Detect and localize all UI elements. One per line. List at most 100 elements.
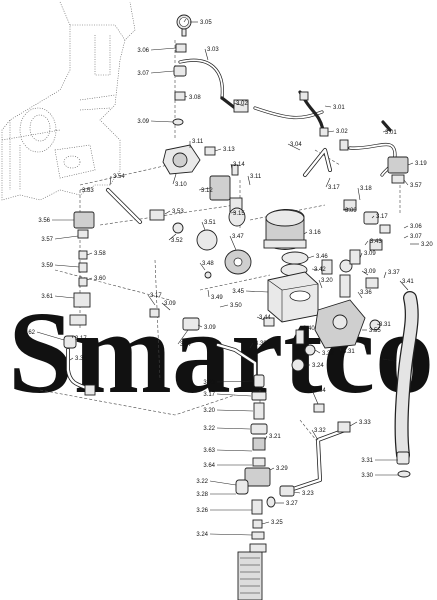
callout-label: 3.22 (385, 357, 397, 363)
callout-label: 3.02 (336, 129, 348, 135)
callout-label: 3.53 (172, 209, 184, 215)
callout-label: 3.21 (269, 434, 281, 440)
callout-leader (342, 207, 351, 211)
callout-label: 3.55 (369, 328, 381, 334)
callout-label: 3.15 (233, 211, 245, 217)
callout-label: 3.34 (314, 388, 326, 394)
callout-label: 3.31 (361, 458, 373, 464)
callout-leader (204, 48, 209, 61)
callout-leader (184, 95, 188, 98)
callout-leader (357, 291, 363, 299)
callout-label: 3.62 (23, 330, 35, 336)
callout-label: 3.03 (207, 47, 219, 53)
callout-label: 3.50 (230, 303, 242, 309)
callout-label: 3.24 (312, 363, 324, 369)
callout-leader (54, 264, 80, 268)
callout-leader (230, 163, 233, 171)
callout-label: 3.32 (314, 428, 326, 434)
callout-label: 3.57 (410, 183, 422, 189)
callout-label: 3.33 (359, 420, 371, 426)
callout-label: 3.19 (415, 161, 427, 167)
callout-leader (229, 235, 237, 251)
callout-leader (364, 240, 369, 246)
callout-label: 3.23 (302, 491, 314, 497)
callout-label: 3.25 (271, 520, 283, 526)
callout-leader (199, 262, 206, 271)
callout-leader (247, 175, 251, 186)
callout-leader (209, 533, 253, 536)
callout-leader (361, 270, 369, 276)
callout-leader (198, 187, 211, 191)
callout-label: 3.20 (421, 242, 433, 248)
callout-label: 3.14 (233, 162, 245, 168)
callout-leader (403, 235, 409, 239)
callout-leader (293, 491, 301, 494)
callout-label: 3.42 (314, 267, 326, 273)
callout-label: 3.09 (137, 119, 149, 125)
callout-leader (324, 105, 332, 108)
callout-label: 3.60 (94, 276, 106, 282)
callout-leader (79, 187, 91, 191)
callout-label: 3.22 (203, 426, 215, 432)
callout-leader (297, 327, 302, 331)
watermark-text: Smartco (8, 287, 434, 418)
callout-label: 3.52 (171, 238, 183, 244)
callout-leader (399, 280, 409, 291)
callout-leader (172, 173, 177, 185)
callout-leader (287, 143, 301, 151)
callout-label: 3.18 (360, 186, 372, 192)
callout-leader (245, 290, 269, 293)
callout-leader (407, 162, 414, 166)
callout-label: 3.59 (41, 263, 53, 269)
callout-label: 3.28 (196, 492, 208, 498)
callout-label: 3.02 (236, 101, 248, 107)
suction-hose-bottom (237, 551, 263, 600)
callout-leader (216, 380, 254, 383)
callout-label: 3.12 (201, 188, 213, 194)
callout-leader (383, 271, 387, 279)
callout-leader (150, 47, 177, 51)
callout-label: 3.01 (385, 130, 397, 136)
machine-frame-outline (1, 1, 136, 201)
lower-fittings (84, 91, 391, 433)
callout-label: 3.44 (259, 315, 271, 321)
callout-label: 3.09 (164, 301, 176, 307)
callout-leader (201, 221, 206, 231)
callout-leader (318, 279, 323, 289)
callout-label: 3.17 (75, 336, 87, 342)
callout-label: 3.27 (286, 501, 298, 507)
callout-label: 3.11 (250, 174, 262, 180)
callout-leader (36, 331, 65, 341)
callout-leader (216, 427, 251, 430)
callout-leader (147, 294, 156, 306)
callout-leader (314, 349, 321, 354)
callout-label: 3.17 (203, 392, 215, 398)
callout-leader (197, 324, 203, 328)
callout-label: 3.31 (379, 322, 391, 328)
callout-label: 3.56 (38, 218, 50, 224)
callout-label: 3.04 (290, 142, 302, 148)
callout-leader (359, 252, 363, 259)
callout-leader (161, 302, 171, 311)
callout-leader (382, 129, 391, 133)
callout-leader (216, 449, 253, 452)
callout-label: 3.57 (41, 237, 53, 243)
callout-label: 3.51 (204, 220, 216, 226)
coupling-parts (149, 209, 252, 279)
callout-leader (261, 521, 270, 525)
callout-label: 3.47 (232, 234, 244, 240)
callout-leader (349, 421, 358, 427)
callout-leader (209, 480, 237, 486)
callout-label: 3.41 (402, 279, 414, 285)
callout-label: 3.35 (75, 356, 87, 362)
callout-label: 3.08 (189, 95, 201, 101)
callout-label: 3.29 (276, 466, 288, 472)
callout-label: 3.06 (137, 48, 149, 54)
callout-leader (86, 252, 93, 256)
callout-label: 3.09 (204, 325, 216, 331)
callout-leader (327, 130, 335, 133)
callout-label: 3.17 (328, 185, 340, 191)
callout-label: 3.20 (203, 408, 215, 414)
callout-leader (168, 233, 177, 241)
callout-label: 3.22 (196, 479, 208, 485)
